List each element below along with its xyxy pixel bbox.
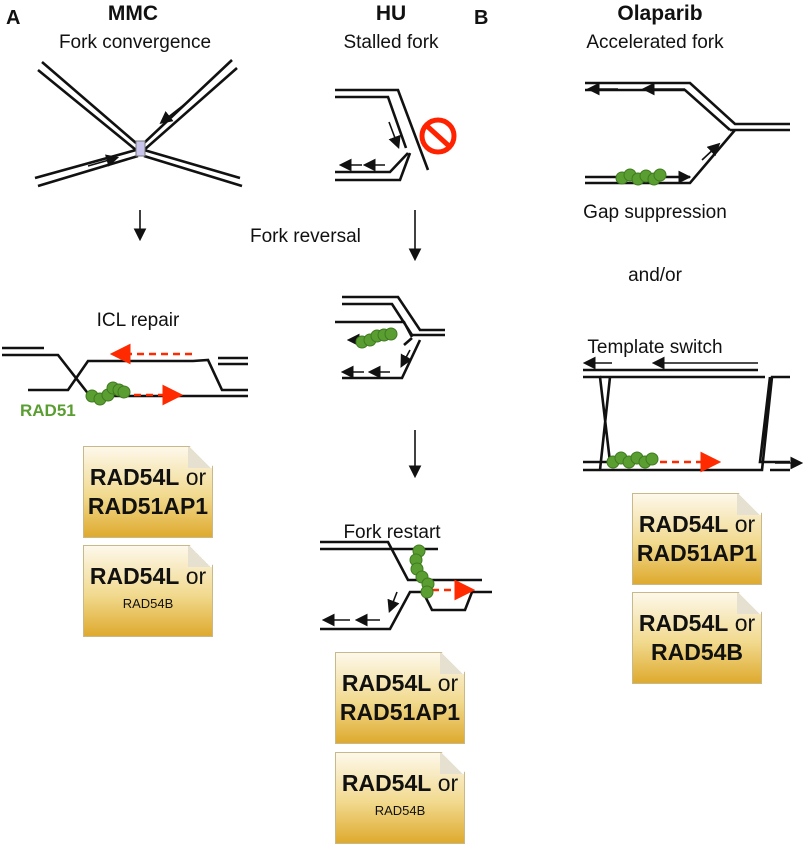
panel-label-b: B xyxy=(474,7,488,29)
hu-title: HU xyxy=(376,2,406,25)
rad51-filament xyxy=(615,168,667,186)
and-or-label: and/or xyxy=(628,265,683,286)
panel-label-a: A xyxy=(6,7,20,29)
mmc-subtitle: Fork convergence xyxy=(59,32,211,53)
template-switch-diagram xyxy=(582,356,804,473)
rad51-filament xyxy=(355,327,398,349)
mmc-title: MMC xyxy=(108,2,158,25)
accelerated-fork-diagram xyxy=(585,81,790,186)
alt-gene-name: RAD54B xyxy=(650,639,744,665)
icl-repair-label: ICL repair xyxy=(97,310,180,331)
gene-name: RAD54L xyxy=(638,610,729,636)
rad51-filament xyxy=(606,451,659,469)
gene-name: RAD54L xyxy=(638,511,729,537)
gap-suppression-label: Gap suppression xyxy=(583,202,727,223)
gene-name: RAD54L xyxy=(89,464,180,490)
icl-repair-diagram xyxy=(2,343,248,406)
or-text: or xyxy=(185,563,207,589)
or-text: or xyxy=(734,610,756,636)
stalled-fork-diagram xyxy=(335,88,457,182)
fork-convergence-diagram xyxy=(34,59,243,188)
template-switch-label: Template switch xyxy=(587,337,722,358)
alt-gene-name: RAD51AP1 xyxy=(636,540,758,566)
reversed-fork-diagram xyxy=(335,295,445,380)
stop-icon xyxy=(419,117,457,155)
alt-gene-name: RAD54B xyxy=(122,596,174,611)
rad51-label: RAD51 xyxy=(20,401,76,420)
fork-reversal-label: Fork reversal xyxy=(250,226,361,247)
or-text: or xyxy=(185,464,207,490)
fork-restart-label: Fork restart xyxy=(343,522,441,543)
alt-gene-name: RAD51AP1 xyxy=(339,699,461,725)
gene-name: RAD54L xyxy=(341,770,432,796)
or-text: or xyxy=(437,670,459,696)
fork-restart-diagram xyxy=(320,540,492,631)
or-text: or xyxy=(437,770,459,796)
or-text: or xyxy=(734,511,756,537)
rad51-filament xyxy=(85,381,131,406)
gene-name: RAD54L xyxy=(89,563,180,589)
hu-subtitle: Stalled fork xyxy=(343,32,439,53)
alt-gene-name: RAD54B xyxy=(374,803,426,818)
gene-name: RAD54L xyxy=(341,670,432,696)
rad51-filament xyxy=(409,544,435,599)
olaparib-subtitle: Accelerated fork xyxy=(586,32,724,53)
alt-gene-name: RAD51AP1 xyxy=(87,493,209,519)
olaparib-title: Olaparib xyxy=(617,2,702,25)
